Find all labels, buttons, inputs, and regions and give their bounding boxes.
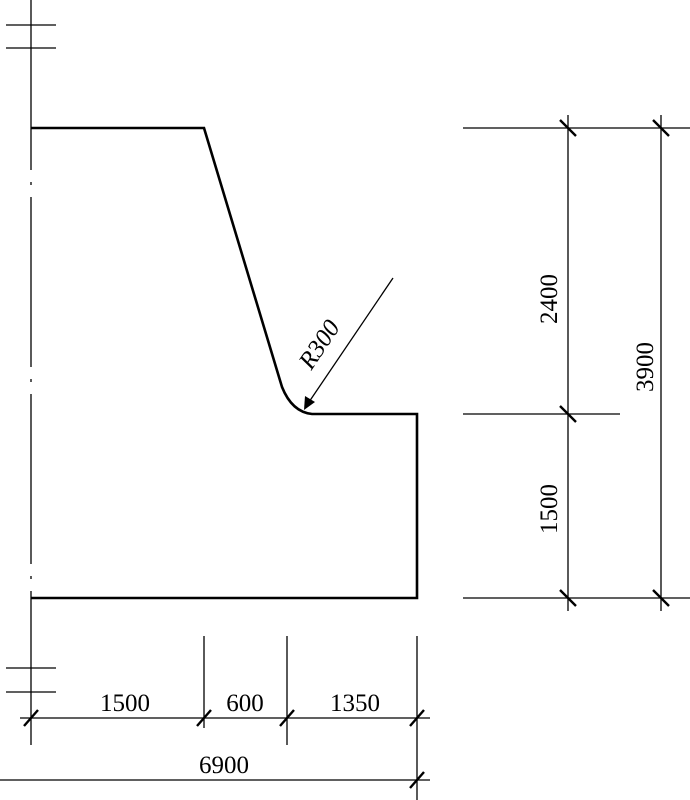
radius-leader (304, 277, 394, 410)
dim-label-right-1500: 1500 (536, 484, 563, 534)
right-dimension-lines (463, 115, 690, 611)
dim-label-bottom-total-6900: 6900 (199, 752, 249, 779)
dim-tick (196, 709, 212, 727)
dim-tick (279, 709, 295, 727)
bottom-dimension-lines (0, 636, 430, 800)
dim-tick (559, 405, 577, 423)
dim-label-right-2400: 2400 (536, 274, 563, 324)
dim-label-right-total-3900: 3900 (632, 342, 659, 392)
dim-tick (652, 589, 670, 607)
dim-tick (559, 589, 577, 607)
dim-tick (409, 709, 425, 727)
radius-arrowhead (304, 396, 315, 410)
dim-label-bottom-1350: 1350 (330, 690, 380, 717)
dim-tick (652, 119, 670, 137)
dim-tick (23, 709, 39, 727)
center-axis (6, 0, 56, 745)
dim-tick (409, 771, 425, 789)
dim-label-bottom-1500: 1500 (100, 690, 150, 717)
dim-tick (559, 119, 577, 137)
dim-label-bottom-600: 600 (226, 690, 264, 717)
radius-label: R300 (293, 315, 346, 375)
section-outline (31, 126, 419, 600)
